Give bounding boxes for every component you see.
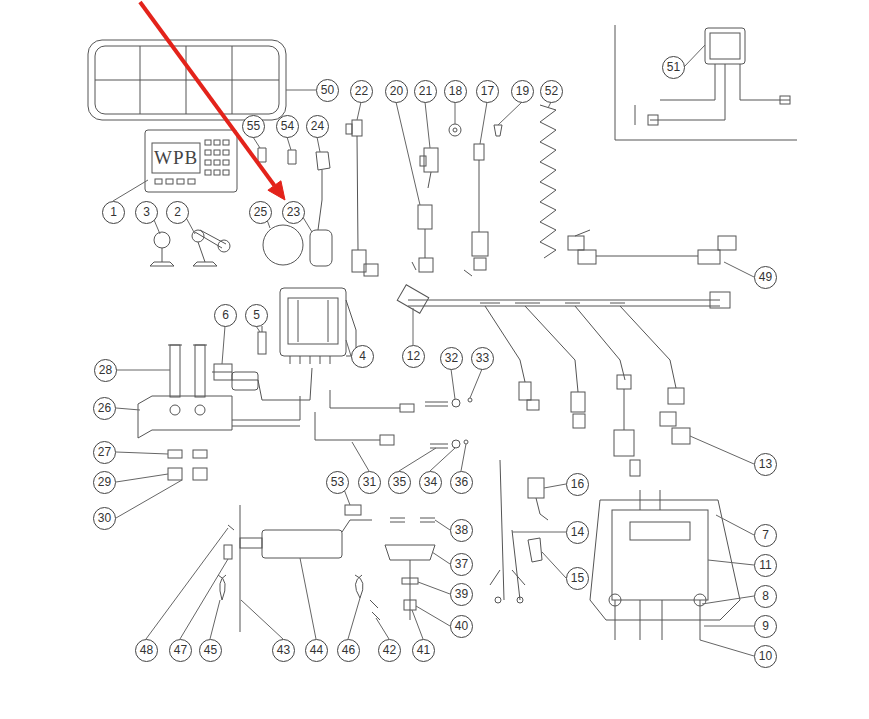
callout-number: 20 — [385, 80, 408, 103]
callout-number: 28 — [94, 359, 117, 382]
callout-number: 35 — [388, 471, 411, 494]
callout-number: 19 — [511, 80, 534, 103]
callout-number: 55 — [242, 115, 265, 138]
callout-number: 39 — [450, 583, 473, 606]
callout-number: 14 — [566, 521, 589, 544]
callout-number: 45 — [199, 639, 222, 662]
callout-number: 8 — [754, 585, 777, 608]
callout-number: 21 — [414, 80, 437, 103]
callout-number: 32 — [440, 347, 463, 370]
callout-number: 16 — [566, 473, 589, 496]
callout-number: 3 — [135, 201, 158, 224]
callout-number: 33 — [471, 347, 494, 370]
callout-number: 29 — [93, 471, 116, 494]
callout-number: 25 — [249, 201, 272, 224]
callout-number: 22 — [350, 80, 373, 103]
callout-number: 1 — [102, 201, 125, 224]
callout-number: 40 — [450, 615, 473, 638]
callout-number: 10 — [754, 645, 777, 668]
callout-number: 30 — [93, 507, 116, 530]
callout-number: 15 — [566, 567, 589, 590]
callout-number: 9 — [754, 615, 777, 638]
callout-number: 31 — [358, 471, 381, 494]
callout-number: 26 — [93, 397, 116, 420]
callout-number: 46 — [337, 639, 360, 662]
callout-number: 42 — [378, 639, 401, 662]
callout-number: 52 — [540, 80, 563, 103]
display-text: WPB — [154, 147, 198, 169]
callout-number: 24 — [306, 115, 329, 138]
callout-number: 41 — [412, 639, 435, 662]
callout-number: 54 — [276, 115, 299, 138]
callout-number: 49 — [754, 266, 777, 289]
callout-number: 27 — [93, 441, 116, 464]
callout-number: 37 — [450, 553, 473, 576]
callout-number: 18 — [444, 80, 467, 103]
callout-number: 7 — [754, 524, 777, 547]
callout-number: 11 — [754, 554, 777, 577]
callout-number: 38 — [450, 519, 473, 542]
callout-number: 51 — [662, 56, 685, 79]
callout-number: 4 — [351, 345, 374, 368]
callout-number: 48 — [135, 639, 158, 662]
callout-number: 12 — [402, 345, 425, 368]
callout-number: 17 — [476, 80, 499, 103]
callout-number: 2 — [166, 201, 189, 224]
callout-number: 47 — [169, 639, 192, 662]
callout-number: 34 — [419, 471, 442, 494]
callout-number: 5 — [245, 304, 268, 327]
callout-number: 6 — [214, 304, 237, 327]
callout-number: 23 — [282, 201, 305, 224]
callout-number: 13 — [754, 453, 777, 476]
callout-number: 43 — [272, 639, 295, 662]
callout-number: 53 — [326, 471, 349, 494]
callout-number: 50 — [316, 79, 339, 102]
callout-number: 44 — [305, 639, 328, 662]
callout-number: 36 — [450, 471, 473, 494]
